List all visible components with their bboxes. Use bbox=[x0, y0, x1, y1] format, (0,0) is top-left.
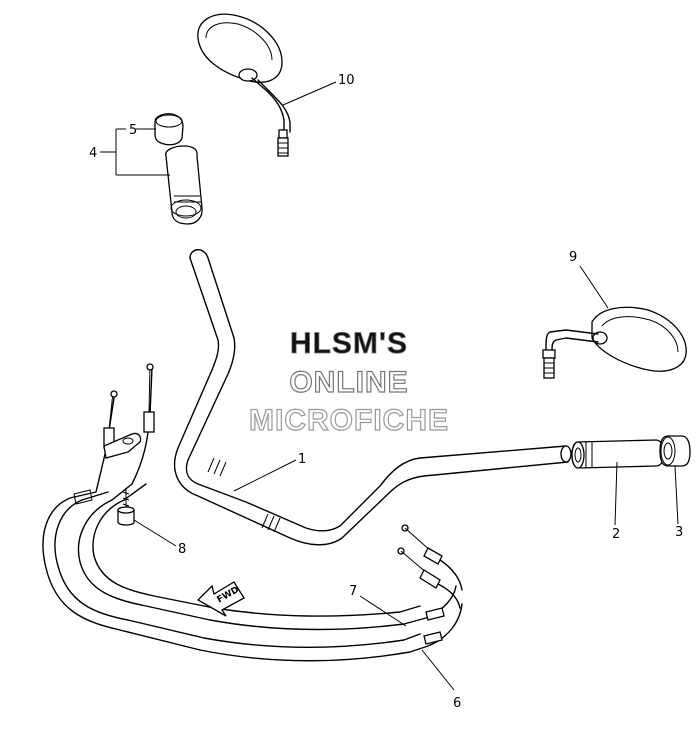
part-label-2: 2 bbox=[612, 527, 620, 542]
mirror-right[interactable] bbox=[542, 306, 687, 379]
grip-end-cap-right[interactable] bbox=[659, 435, 691, 467]
watermark-line-3: MICROFICHE bbox=[249, 404, 449, 437]
part-labels: 10 5 4 1 9 2 3 8 7 6 bbox=[89, 73, 683, 711]
part-label-10: 10 bbox=[338, 73, 355, 88]
throttle-cable-2[interactable] bbox=[77, 367, 457, 631]
part-label-4: 4 bbox=[89, 146, 97, 161]
handlebar[interactable] bbox=[174, 249, 572, 546]
watermark-line-1: HLSM'S bbox=[290, 327, 408, 360]
part-label-5: 5 bbox=[129, 123, 137, 138]
part-label-6: 6 bbox=[453, 696, 461, 711]
part-label-1: 1 bbox=[298, 452, 306, 467]
cable-ends-right bbox=[397, 524, 463, 645]
cable-ends-left bbox=[73, 363, 155, 505]
part-label-8: 8 bbox=[178, 542, 186, 557]
bolt[interactable] bbox=[117, 488, 135, 526]
leader-lines bbox=[100, 81, 679, 691]
grip-end-cap-left[interactable] bbox=[154, 113, 184, 146]
part-label-9: 9 bbox=[569, 250, 577, 265]
mirror-left[interactable] bbox=[197, 13, 291, 157]
watermark-line-2: ONLINE bbox=[289, 366, 408, 399]
grip-right[interactable] bbox=[571, 439, 665, 469]
grip-left[interactable] bbox=[165, 145, 203, 225]
watermark: HLSM'S ONLINE MICROFICHE bbox=[248, 327, 449, 438]
part-label-7: 7 bbox=[349, 584, 357, 599]
fwd-arrow: FWD bbox=[196, 581, 245, 617]
throttle-cable-1[interactable] bbox=[42, 397, 463, 662]
part-label-3: 3 bbox=[675, 525, 683, 540]
